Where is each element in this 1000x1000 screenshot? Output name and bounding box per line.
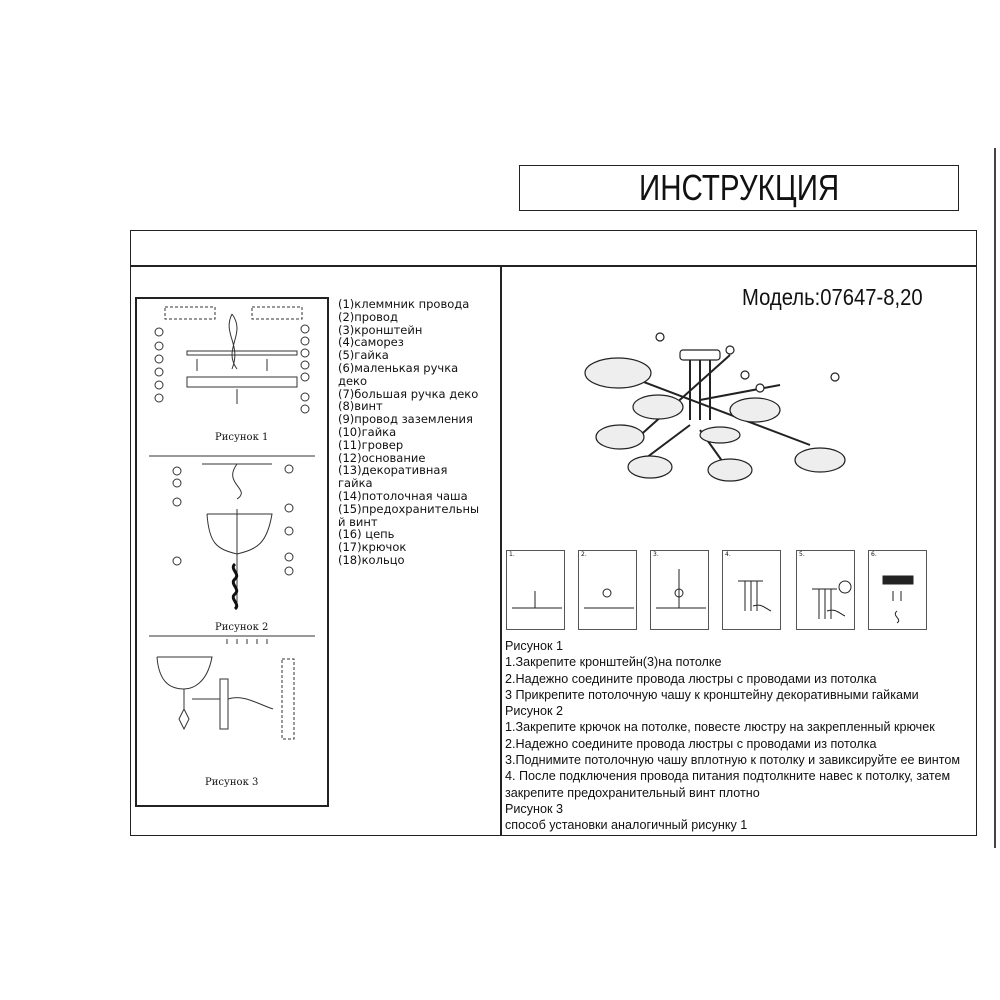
instruction-line: 1.Закрепите крючок на потолке, повесте л… xyxy=(505,720,935,735)
part-item: (13)декоративная гайка xyxy=(338,463,448,491)
instruction-line: 1.Закрепите кронштейн(3)на потолке xyxy=(505,655,722,670)
installation-diagrams xyxy=(149,306,315,740)
part-item: (3)кронштейн xyxy=(338,322,423,337)
instruction-line: 3.Поднимите потолочную чашу вплотную к п… xyxy=(505,753,960,768)
figure-2-label: Рисунок 2 xyxy=(215,622,269,633)
divider xyxy=(130,265,976,267)
instruction-heading: Рисунок 3 xyxy=(505,801,564,816)
part-item: (14)потолочная чаша xyxy=(338,488,468,503)
instruction-line: 2.Надежно соедините провода люстры с про… xyxy=(505,736,877,751)
title-box: ИНСТРУКЦИЯ xyxy=(519,165,959,211)
figure-1-label: Рисунок 1 xyxy=(215,432,269,443)
page-title: ИНСТРУКЦИЯ xyxy=(638,167,840,208)
instruction-line: 3 Прикрепите потолочную чашу к кронштейн… xyxy=(505,687,919,702)
instruction-line: 2.Надежно соедините провода люстры с про… xyxy=(505,671,877,686)
instruction-heading: Рисунок 2 xyxy=(505,704,564,719)
instruction-line: 4. После подключения провода питания под… xyxy=(505,769,951,784)
step-image-6: 6. xyxy=(868,550,927,630)
part-item: (16) цепь xyxy=(338,527,395,542)
figure-3-label: Рисунок 3 xyxy=(205,777,259,788)
step-image-4: 4. xyxy=(722,550,781,630)
part-item: (7)большая ручка деко xyxy=(338,386,479,401)
instruction-heading: Рисунок 1 xyxy=(505,639,564,653)
part-item: (2)провод xyxy=(338,309,398,324)
diagram-panel: Рисунок 1 Рисунок 2 Рисунок 3 xyxy=(135,297,329,807)
part-item: (17)крючок xyxy=(338,540,407,555)
step-image-1: 1. xyxy=(506,550,565,630)
step-image-3: 3. xyxy=(650,550,709,630)
part-item: (9)провод заземления xyxy=(338,412,473,427)
part-item: (15)предохранительны й винт xyxy=(338,501,480,529)
divider xyxy=(500,265,502,835)
step-image-2: 2. xyxy=(578,550,637,630)
instructions-text: Рисунок 1 1.Закрепите кронштейн(3)на пот… xyxy=(505,638,960,834)
model-number: Модель:07647-8,20 xyxy=(742,284,923,310)
part-item: (11)гровер xyxy=(338,437,404,452)
instruction-line: способ установки аналогичный рисунку 1 xyxy=(505,818,748,833)
parts-list: (1)клеммник провода (2)провод (3)кронште… xyxy=(338,298,498,567)
step-image-5: 5. xyxy=(796,550,855,630)
part-item: (5)гайка xyxy=(338,348,389,363)
part-item: (18)кольцо xyxy=(338,552,405,567)
chandelier-illustration xyxy=(584,332,846,482)
document-frame xyxy=(130,230,977,836)
part-item: (6)маленькая ручка деко xyxy=(338,360,459,388)
part-item: (4)саморез xyxy=(338,335,404,350)
part-item: (8)винт xyxy=(338,399,383,414)
part-item: (10)гайка xyxy=(338,424,397,439)
part-item: (12)основание xyxy=(338,450,426,465)
part-item: (1)клеммник провода xyxy=(338,297,470,311)
instruction-line: закрепите предохранительный винт плотно xyxy=(505,785,760,800)
page-edge xyxy=(994,148,996,848)
